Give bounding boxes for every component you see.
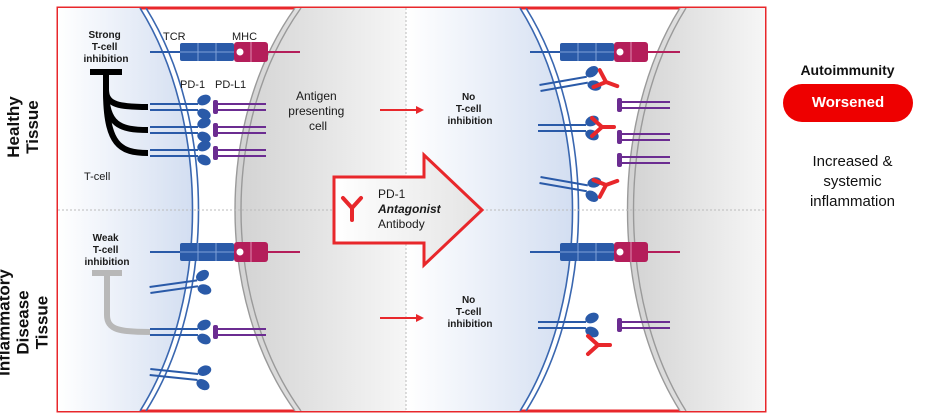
t-cell-left [58,8,193,411]
pd1-label: PD-1 [180,79,205,91]
antagonist-arrow [332,151,485,269]
weak-inhibition-label: Weak T-cell inhibition [85,233,130,268]
mhc-label: MHC [232,31,257,43]
worsened-badge: Worsened [783,84,913,122]
outcome-title: Autoimmunity [800,62,895,78]
t-cell-label: T-cell [84,171,110,183]
outcome-description: Increased & systemic inflammation [809,153,896,210]
pdl1-label: PD-L1 [215,79,246,91]
apc-left [235,8,406,411]
no-inhibition-bottom: No T-cell inhibition [448,295,493,330]
strong-inhibition-icon [90,69,149,156]
t-cell-membrane-left [139,8,194,411]
t-cell-right [406,8,573,411]
apc-label: Antigen presenting cell [288,89,347,133]
no-inhibition-top: No T-cell inhibition [448,92,493,127]
row-label-healthy: Healthy Tissue [4,96,42,158]
weak-inhibition-icon [92,270,151,335]
row-label-disease: Inflammatory Disease Tissue [0,269,52,376]
strong-inhibition-label: Strong T-cell inhibition [84,30,129,65]
antagonist-label: PD-1 Antagonist Antibody [377,187,444,231]
tcr-label: TCR [163,31,186,43]
